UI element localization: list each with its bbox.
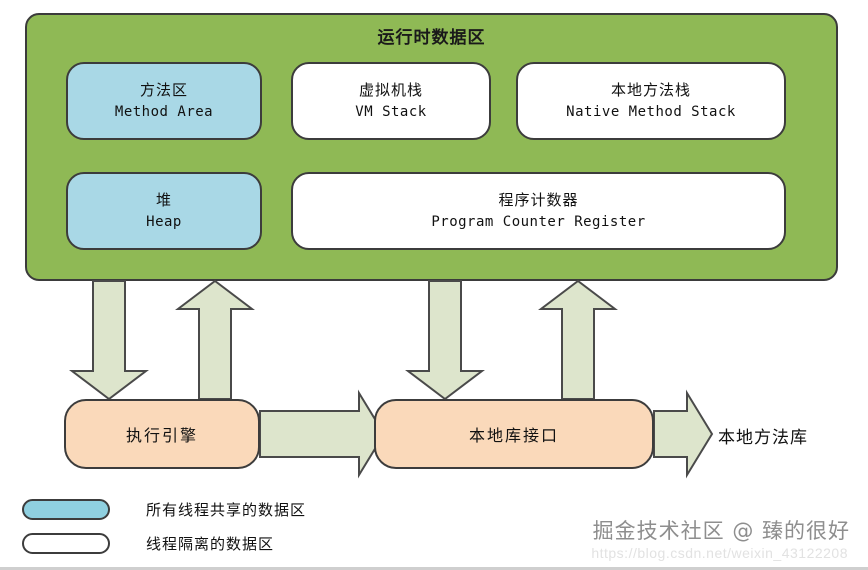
legend-item-shared: 所有线程共享的数据区	[22, 495, 306, 523]
memory-box-heap: 堆 Heap	[66, 172, 262, 250]
legend-label-isolated: 线程隔离的数据区	[146, 534, 275, 553]
memory-box-heap-cn: 堆	[155, 191, 172, 210]
legend-swatch-shared	[22, 498, 110, 520]
memory-box-method-area: 方法区 Method Area	[66, 62, 262, 140]
memory-box-program-counter-register-cn: 程序计数器	[498, 191, 579, 210]
arrow-execution-engine-to-native-interface-icon	[259, 389, 386, 479]
legend-swatch-isolated	[22, 532, 110, 554]
component-box-native-interface: 本地库接口	[374, 399, 654, 469]
watermark-text: 掘金技术社区 @ 臻的很好	[592, 519, 850, 543]
memory-box-heap-en: Heap	[146, 213, 182, 230]
memory-box-method-area-en: Method Area	[114, 103, 214, 120]
legend: 所有线程共享的数据区 线程隔离的数据区	[22, 495, 306, 563]
arrow-native-interface-to-native-library-icon	[653, 389, 714, 479]
memory-box-native-method-stack-cn: 本地方法栈	[610, 81, 691, 100]
component-box-execution-engine: 执行引擎	[64, 399, 260, 469]
memory-box-vm-stack: 虚拟机栈 VM Stack	[291, 62, 491, 140]
legend-item-isolated: 线程隔离的数据区	[22, 529, 306, 557]
label-native-library: 本地方法库	[718, 428, 808, 448]
memory-box-program-counter-register-en: Program Counter Register	[431, 213, 646, 230]
memory-box-native-method-stack: 本地方法栈 Native Method Stack	[516, 62, 786, 140]
memory-box-vm-stack-cn: 虚拟机栈	[358, 81, 423, 100]
watermark-url: https://blog.csdn.net/weixin_43122208	[591, 545, 848, 561]
arrow-runtime-to-native-interface-icon	[405, 280, 485, 401]
memory-box-method-area-cn: 方法区	[139, 81, 188, 100]
arrow-runtime-to-execution-engine-icon	[69, 280, 149, 401]
memory-box-native-method-stack-en: Native Method Stack	[566, 103, 736, 120]
runtime-data-area-container: 运行时数据区 方法区 Method Area 虚拟机栈 VM Stack 本地方…	[25, 13, 838, 281]
arrow-execution-engine-to-runtime-icon	[175, 279, 255, 400]
legend-label-shared: 所有线程共享的数据区	[146, 500, 307, 519]
memory-box-program-counter-register: 程序计数器 Program Counter Register	[291, 172, 786, 250]
arrow-native-interface-to-runtime-icon	[538, 279, 618, 400]
memory-box-vm-stack-en: VM Stack	[355, 103, 427, 120]
runtime-data-area-title: 运行时数据区	[377, 28, 486, 48]
